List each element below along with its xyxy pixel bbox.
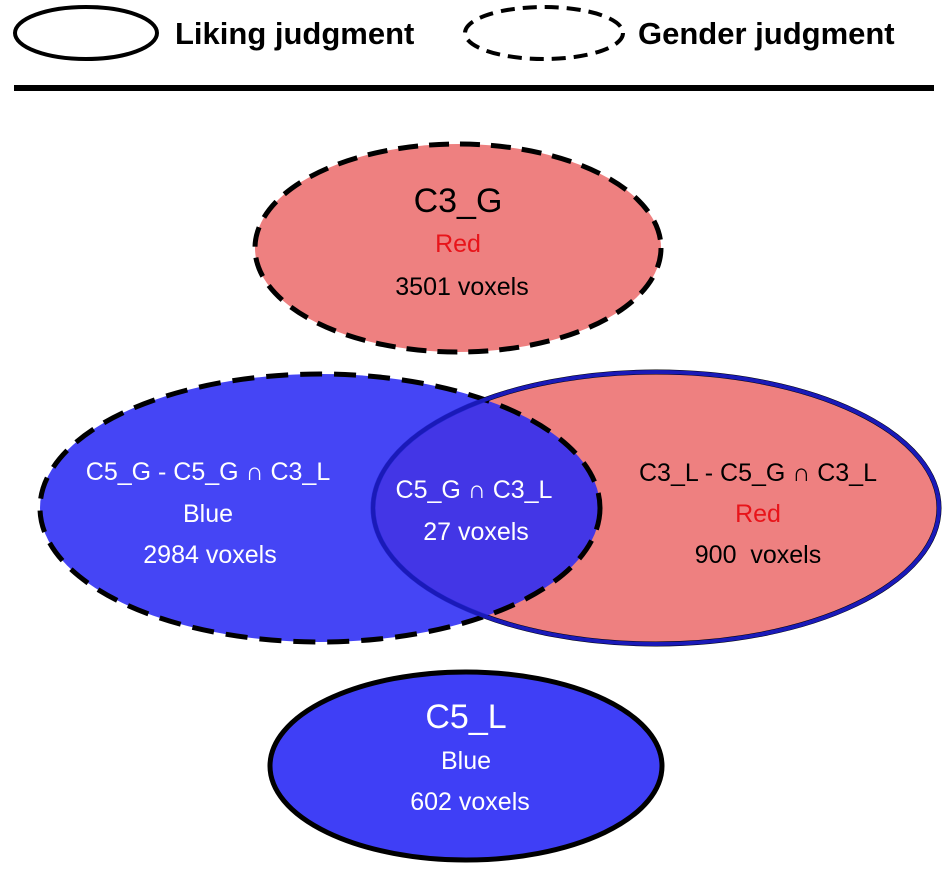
c5l-color-label: Blue	[441, 747, 491, 775]
c5l-count: 602 voxels	[410, 788, 530, 816]
legend-gender-label: Gender judgment	[638, 16, 895, 51]
c3l-only-name: C3_L - C5_G ∩ C3_L	[639, 459, 877, 487]
c3g-count: 3501 voxels	[395, 273, 528, 301]
intersection-name: C5_G ∩ C3_L	[396, 476, 553, 504]
intersection-outline	[371, 370, 941, 646]
legend-solid-ellipse	[13, 5, 159, 61]
c5g-only-color-label: Blue	[183, 500, 233, 528]
c5l-ellipse	[267, 669, 665, 863]
intersection-count: 27 voxels	[423, 518, 529, 546]
c5g-ellipse	[37, 371, 603, 645]
c5g-only-name: C5_G - C5_G ∩ C3_L	[86, 458, 331, 486]
c3g-name: C3_G	[414, 182, 503, 220]
legend-dashed-ellipse	[463, 5, 625, 61]
c3l-only-color-label: Red	[735, 500, 781, 528]
c3l-only-count: 900 voxels	[695, 541, 821, 569]
legend: Liking judgment Gender judgment	[13, 5, 895, 61]
c3g-color-label: Red	[435, 230, 481, 258]
legend-liking-label: Liking judgment	[175, 16, 414, 51]
c5l-name: C5_L	[425, 698, 506, 736]
c3g-ellipse	[252, 141, 664, 355]
c5g-only-count: 2984 voxels	[143, 541, 276, 569]
